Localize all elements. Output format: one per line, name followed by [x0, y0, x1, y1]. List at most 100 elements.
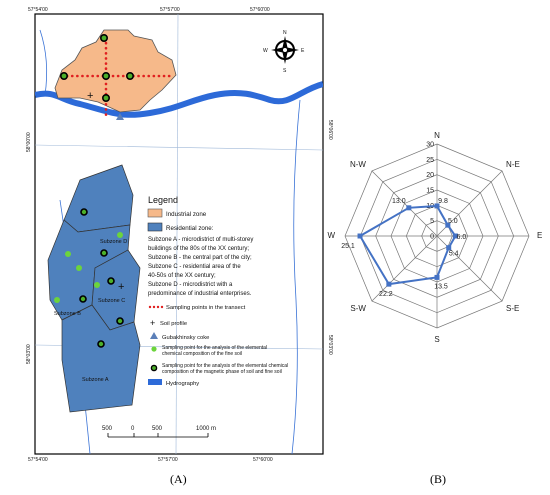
- coord-bottom-1: 57°54'00: [28, 457, 48, 463]
- value-label-s-e: 5.4: [449, 251, 459, 258]
- soil-profile-marker-industrial: +: [87, 90, 93, 102]
- legend-soil-profile-marker: +: [150, 318, 155, 328]
- point-n-e: [445, 222, 451, 228]
- legend-coke-marker: [150, 332, 158, 339]
- coke-marker: [116, 113, 124, 120]
- river-kosva: [35, 81, 323, 118]
- residential-green-points: [54, 232, 123, 303]
- residential-ring-points: [79, 208, 124, 348]
- subzone-b-label: Subzone B: [54, 311, 81, 317]
- soil-profile-marker-residential: +: [118, 281, 124, 293]
- legend-hydro: Hydrography: [166, 381, 199, 387]
- coord-top-3: 57°60'00: [250, 7, 270, 13]
- scale-label-0: 0: [131, 426, 135, 432]
- legend-desc-1: Subzone A - microdistrict of multi-store…: [148, 237, 253, 243]
- transect-lines: [60, 36, 172, 118]
- legend-residential-swatch: [147, 222, 163, 232]
- spoke-s-w: [371, 235, 438, 302]
- legend-transect-dots: [148, 305, 164, 309]
- scale-bar: 500 0 500 1000 m: [102, 426, 216, 438]
- tick-label-30: 30: [426, 142, 434, 149]
- scale-label-500-left: 500: [102, 426, 113, 432]
- wind-rose-chart: 051015202530NN-EES-ESS-WWN-W9.85.06.05.4…: [327, 131, 542, 344]
- legend-hydro-swatch: [148, 379, 162, 385]
- tick-label-0: 0: [430, 234, 434, 241]
- point-w: [357, 233, 363, 239]
- value-label-n-e: 5.0: [448, 218, 458, 225]
- legend-desc-3: Subzone B - the central part of the city…: [148, 255, 252, 261]
- tick-label-25: 25: [426, 157, 434, 164]
- legend-desc-2: buildings of the 80s of the XX century;: [148, 246, 249, 252]
- coord-bottom-2: 57°57'00: [158, 457, 178, 463]
- value-label-s-w: 22.2: [379, 291, 393, 298]
- legend-ring-2: composition of the magnetic phase of soi…: [162, 369, 282, 375]
- point-s-w: [386, 281, 392, 287]
- coord-right-2: 58°03'00: [327, 335, 333, 355]
- spoke-n-w: [371, 170, 438, 237]
- tick-label-5: 5: [430, 218, 434, 225]
- tick-label-20: 20: [426, 172, 434, 179]
- coord-top-2: 57°57'00: [160, 7, 180, 13]
- legend-coke: Gubakhinsky coke: [162, 335, 209, 341]
- value-label-n-w: 13.0: [392, 198, 406, 205]
- value-label-w: 25.1: [341, 243, 355, 250]
- axis-label-s-e: S-E: [506, 304, 519, 313]
- point-s-e: [446, 245, 452, 251]
- axis-label-n: N: [434, 131, 440, 140]
- subzone-a-label: Subzone A: [82, 377, 109, 383]
- coord-left-1: 58°00'00: [26, 132, 32, 152]
- legend-desc-5: 40-50s of the XX century;: [148, 273, 216, 279]
- industrial-zone: [54, 29, 177, 113]
- axis-label-e: E: [537, 231, 542, 240]
- point-e: [452, 233, 458, 239]
- legend-soil-profile: Soil profile: [160, 321, 187, 327]
- subzone-a-area: [61, 304, 141, 413]
- legend-green-2: chemical composition of the fine soil: [162, 351, 242, 357]
- coord-bottom-3: 57°60'00: [253, 457, 273, 463]
- legend-desc-7: predominance of industrial enterprises.: [148, 291, 252, 297]
- axis-label-n-e: N-E: [506, 160, 520, 169]
- value-label-e: 6.0: [457, 234, 467, 241]
- subzone-c-label: Subzone C: [98, 298, 125, 304]
- series-line: [358, 204, 457, 286]
- compass-rose-icon: N S E W: [263, 30, 305, 74]
- axis-label-n-w: N-W: [350, 160, 366, 169]
- subzone-d-label: Subzone D: [100, 239, 127, 245]
- coord-top-1: 57°54'00: [28, 7, 48, 13]
- legend-residential: Residential zone:: [166, 225, 214, 232]
- caption-a: (A): [170, 472, 187, 486]
- caption-b: (B): [430, 472, 446, 486]
- value-label-s: 13.5: [434, 283, 448, 290]
- legend-ring-dot: [150, 364, 158, 372]
- axis-label-s: S: [434, 335, 439, 344]
- axis-label-w: W: [327, 231, 335, 240]
- coord-left-2: 58°03'00: [26, 344, 32, 364]
- compass-w: W: [263, 48, 268, 54]
- map-body: + + Subzone D Subzone B Su: [35, 14, 323, 454]
- legend-title: Legend: [148, 195, 178, 205]
- legend-industrial-swatch: [147, 208, 163, 218]
- residential-zone: [47, 164, 141, 413]
- axis-label-s-w: S-W: [350, 304, 366, 313]
- coordinate-labels: 57°54'00 57°57'00 57°60'00 57°54'00 57°5…: [26, 7, 333, 463]
- point-n: [434, 203, 440, 209]
- industrial-ring-points: [59, 33, 135, 103]
- legend-ring-1: Sampling point for the analysis of the e…: [162, 363, 288, 369]
- scale-label-500-right: 500: [152, 426, 163, 432]
- legend-green-dot: [151, 346, 157, 352]
- legend-desc-4: Subzone C - residential area of the: [148, 264, 241, 270]
- compass-n: N: [283, 30, 287, 36]
- legend-desc-6: Subzone D - microdistrict with a: [148, 282, 233, 288]
- legend-transect: Sampling points in the transect: [166, 305, 246, 311]
- value-label-n: 9.8: [438, 198, 448, 205]
- point-n-w: [406, 205, 412, 211]
- legend-green-1: Sampling point for the analysis of the e…: [162, 345, 267, 351]
- tick-label-15: 15: [426, 188, 434, 195]
- scale-label-1000: 1000 m: [196, 426, 216, 432]
- map-legend: Legend Industrial zone Residential zone:…: [147, 195, 288, 387]
- coord-right-1: 58°06'00: [327, 120, 333, 140]
- legend-industrial: Industrial zone: [166, 211, 207, 218]
- compass-s: S: [283, 68, 287, 74]
- point-s: [434, 274, 440, 280]
